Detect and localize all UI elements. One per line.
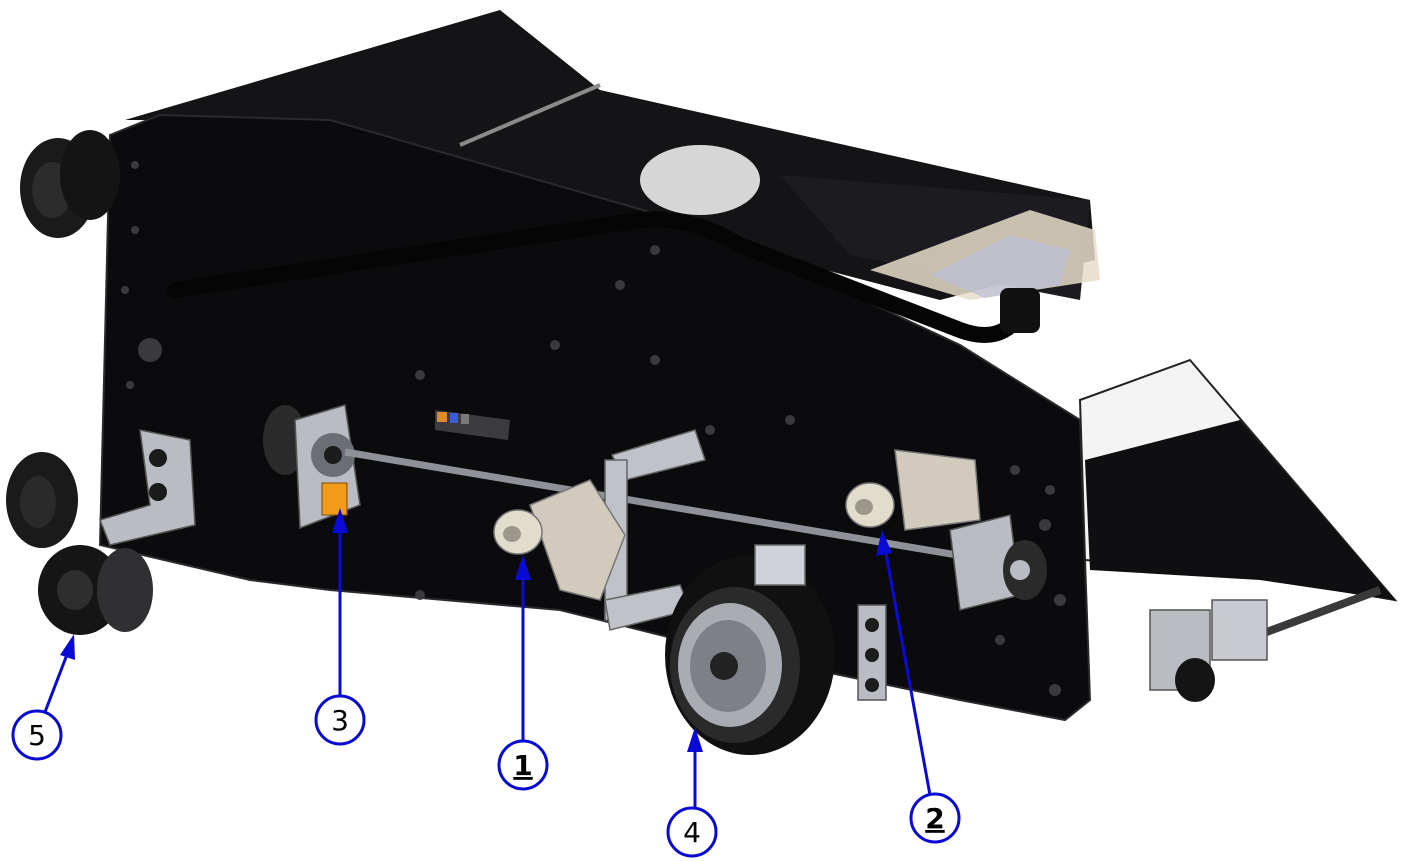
callout-3-arrowhead (332, 508, 348, 533)
rear-upper-wheel (20, 130, 120, 238)
top-window-inner (930, 235, 1070, 298)
callouts: 1 2 3 4 5 (11, 508, 961, 858)
lower-tray-shadow (1085, 420, 1395, 600)
rear-lower-wheel (6, 452, 78, 548)
callout-1-number: 1 (513, 749, 532, 782)
callout-4: 4 (666, 727, 718, 858)
orange-sensor (321, 482, 348, 516)
handle-grip (1000, 288, 1040, 333)
terminal-block (435, 410, 510, 440)
handle-bar (167, 211, 1028, 343)
callout-5: 5 (11, 634, 75, 761)
top-rail (459, 83, 601, 147)
roller-motor-left (493, 479, 626, 601)
callout-2-circle (909, 792, 961, 844)
right-bracket (857, 604, 887, 701)
right-sprocket-assembly (949, 514, 1047, 611)
front-drive-wheel (665, 544, 835, 755)
callout-2: 2 (876, 530, 961, 844)
caster-bracket (98, 429, 196, 546)
callout-5-number: 5 (28, 719, 46, 752)
callout-3-circle (314, 694, 366, 746)
callout-5-circle (11, 709, 63, 761)
callout-2-number: 2 (925, 802, 944, 835)
caster-wheel (38, 545, 153, 635)
callout-2-leader (883, 547, 932, 796)
lever-arm (604, 429, 706, 631)
paper-roll (640, 145, 760, 215)
callout-2-arrowhead (876, 530, 892, 556)
machine-illustration (6, 10, 1398, 755)
callout-4-circle (666, 806, 718, 858)
callout-1-circle (497, 739, 549, 791)
callout-3: 3 (314, 508, 366, 746)
plate-holes (121, 161, 1066, 696)
callout-5-arrowhead (60, 634, 75, 660)
roller-motor-right (845, 449, 981, 531)
cross-shaft (344, 448, 976, 562)
front-right-caster (1149, 599, 1268, 702)
callout-4-arrowhead (687, 727, 703, 752)
callout-5-leader (43, 651, 70, 713)
callout-1-arrowhead (515, 555, 531, 580)
callout-4-number: 4 (683, 816, 701, 849)
left-sprocket-assembly (263, 404, 361, 530)
callout-1: 1 (497, 555, 549, 791)
callout-3-number: 3 (331, 704, 349, 737)
